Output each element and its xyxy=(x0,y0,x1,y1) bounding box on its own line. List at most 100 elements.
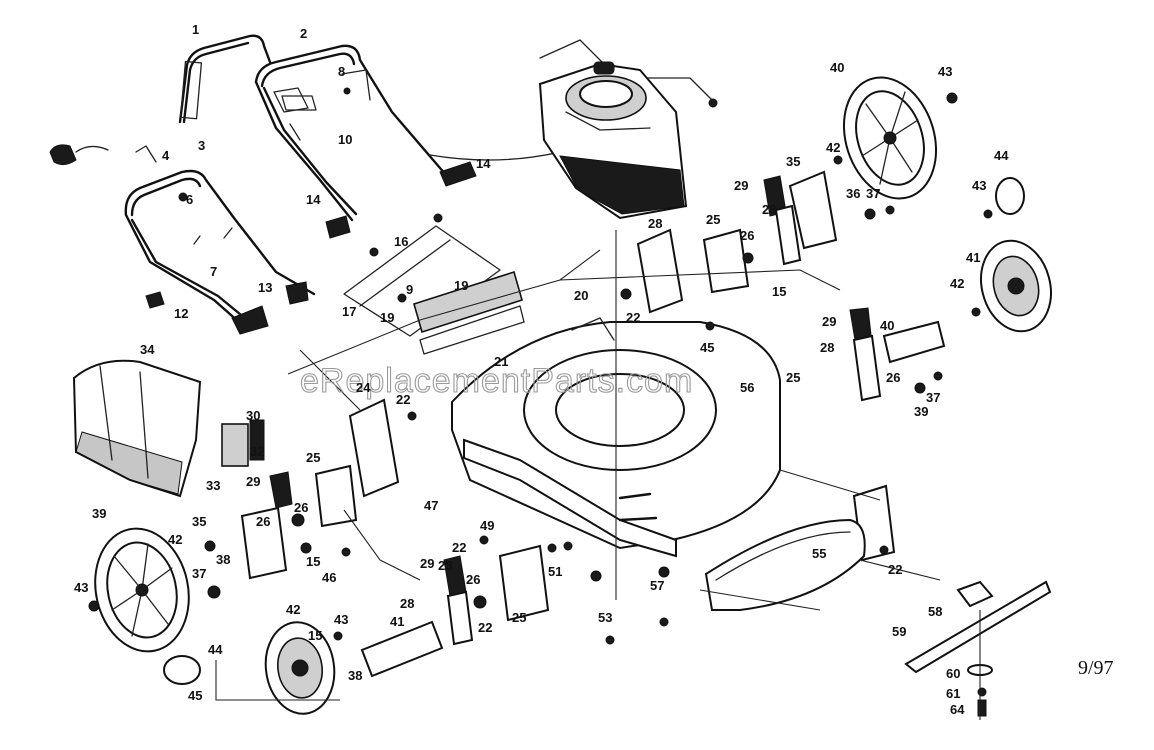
part-callout-29: 29 xyxy=(822,314,836,329)
part-callout-14: 14 xyxy=(476,156,491,171)
part-callout-53: 53 xyxy=(598,610,612,625)
part-callout-45: 45 xyxy=(700,340,714,355)
part-callout-32: 32 xyxy=(250,444,264,459)
part-callout-28: 28 xyxy=(648,216,662,231)
part-callout-15: 15 xyxy=(308,628,322,643)
part-callout-2: 2 xyxy=(300,26,307,41)
part-callout-38: 38 xyxy=(216,552,230,567)
part-callout-43: 43 xyxy=(938,64,952,79)
lower-handle-part-3 xyxy=(124,169,316,332)
part-callout-4: 4 xyxy=(162,148,170,163)
rear-wheel-top-right-part-39 xyxy=(842,76,938,200)
part-callout-41: 41 xyxy=(390,614,404,629)
part-callout-22: 22 xyxy=(888,562,902,577)
part-callout-46: 46 xyxy=(322,570,336,585)
part-callout-39: 39 xyxy=(914,404,928,419)
part-callout-42: 42 xyxy=(286,602,300,617)
part-callout-26: 26 xyxy=(886,370,900,385)
front-wheel-right-part-41 xyxy=(980,177,1052,333)
part-callout-25: 25 xyxy=(706,212,720,227)
part-callout-16: 16 xyxy=(394,234,408,249)
part-callout-39: 39 xyxy=(92,506,106,521)
part-callout-47: 47 xyxy=(424,498,438,513)
part-callout-1: 1 xyxy=(192,22,199,37)
part-callout-34: 34 xyxy=(140,342,155,357)
part-callout-3: 3 xyxy=(198,138,205,153)
part-callout-24: 24 xyxy=(356,380,371,395)
part-callout-60: 60 xyxy=(946,666,960,681)
part-callout-28: 28 xyxy=(820,340,834,355)
part-callout-40: 40 xyxy=(830,60,844,75)
engine-part-64 xyxy=(538,61,688,220)
part-callout-55: 55 xyxy=(812,546,826,561)
part-callout-37: 37 xyxy=(866,186,880,201)
part-callout-22: 22 xyxy=(396,392,410,407)
part-callout-25: 25 xyxy=(306,450,320,465)
part-callout-42: 42 xyxy=(826,140,840,155)
part-callout-25: 25 xyxy=(512,610,526,625)
part-callout-21: 21 xyxy=(494,354,508,369)
part-callout-61: 61 xyxy=(946,686,960,701)
part-callout-57: 57 xyxy=(650,578,664,593)
part-callout-40: 40 xyxy=(880,318,894,333)
part-callout-20: 20 xyxy=(574,288,588,303)
part-callout-19: 19 xyxy=(380,310,394,325)
part-callout-9: 9 xyxy=(406,282,413,297)
part-callout-12: 12 xyxy=(174,306,188,321)
part-callout-43: 43 xyxy=(334,612,348,627)
part-callout-19: 19 xyxy=(454,278,468,293)
part-callout-35: 35 xyxy=(786,154,800,169)
part-callout-30: 30 xyxy=(246,408,260,423)
part-callout-64: 64 xyxy=(950,702,965,717)
part-callout-14: 14 xyxy=(306,192,321,207)
part-callout-22: 22 xyxy=(626,310,640,325)
part-callout-37: 37 xyxy=(192,566,206,581)
part-callout-10: 10 xyxy=(338,132,352,147)
part-callout-37: 37 xyxy=(926,390,940,405)
part-callout-58: 58 xyxy=(928,604,942,619)
part-callout-26: 26 xyxy=(256,514,270,529)
rear-wheel-bottom-left-part-39 xyxy=(94,527,201,685)
blade-housing-part-53 xyxy=(704,518,866,611)
part-callout-28: 28 xyxy=(400,596,414,611)
part-callout-26: 26 xyxy=(740,228,754,243)
part-callout-13: 13 xyxy=(258,280,272,295)
part-callout-35: 35 xyxy=(192,514,206,529)
part-callout-25: 25 xyxy=(786,370,800,385)
part-callout-17: 17 xyxy=(342,304,356,319)
part-callout-44: 44 xyxy=(208,642,223,657)
part-callout-49: 49 xyxy=(480,518,494,533)
part-callout-36: 36 xyxy=(846,186,860,201)
part-callout-15: 15 xyxy=(306,554,320,569)
part-callout-42: 42 xyxy=(168,532,182,547)
upper-handle-part-2 xyxy=(254,44,454,222)
part-callout-56: 56 xyxy=(740,380,754,395)
part-callout-33: 33 xyxy=(206,478,220,493)
part-callout-26: 26 xyxy=(294,500,308,515)
part-callout-44: 44 xyxy=(994,148,1009,163)
part-callout-29: 29 xyxy=(734,178,748,193)
part-callout-6: 6 xyxy=(186,192,193,207)
part-callout-28: 28 xyxy=(438,558,452,573)
part-callout-59: 59 xyxy=(892,624,906,639)
height-adjuster-assemblies xyxy=(240,170,946,678)
front-wheel-left-part-41 xyxy=(264,621,336,715)
part-callout-51: 51 xyxy=(548,564,562,579)
part-callout-29: 29 xyxy=(246,474,260,489)
part-callout-29: 29 xyxy=(420,556,434,571)
part-callout-43: 43 xyxy=(972,178,986,193)
part-callout-42: 42 xyxy=(950,276,964,291)
part-callout-22: 22 xyxy=(452,540,466,555)
part-callout-28: 28 xyxy=(762,202,776,217)
part-callout-38: 38 xyxy=(348,668,362,683)
watermark: eReplacementParts.com xyxy=(300,362,693,400)
part-callout-45: 45 xyxy=(188,688,202,703)
assembly-lines xyxy=(215,230,981,720)
part-callout-7: 7 xyxy=(210,264,217,279)
rear-door-parts-30-32 xyxy=(221,419,265,467)
blade-assembly xyxy=(904,580,1052,717)
fastener-hardware xyxy=(88,92,993,645)
upper-handle-part-1 xyxy=(178,34,272,124)
part-callout-15: 15 xyxy=(772,284,786,299)
